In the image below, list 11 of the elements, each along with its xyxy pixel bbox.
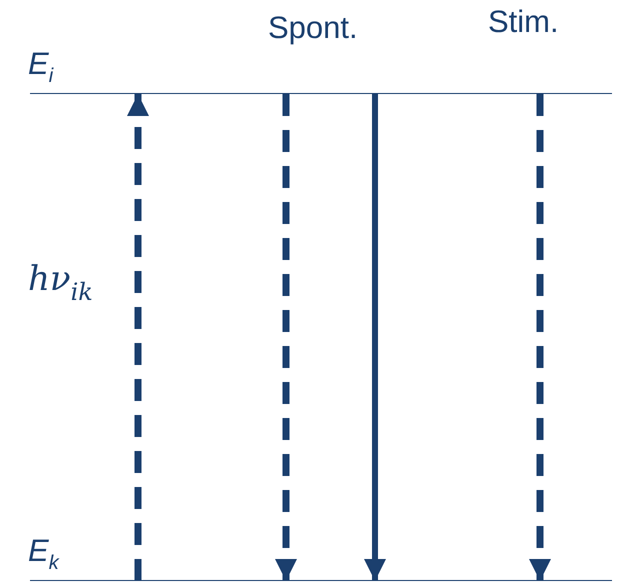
energy-level-label: E$_{i}$ bbox=[28, 48, 54, 86]
arrow bbox=[364, 94, 386, 581]
transition-label: Stim. bbox=[488, 6, 559, 37]
edge-label: hν$_{ik}$ bbox=[28, 262, 93, 304]
transition-label: Spont. bbox=[268, 12, 358, 43]
level-line bbox=[30, 93, 612, 94]
energy-level-label: E$_{k}$ bbox=[28, 535, 59, 573]
level-line bbox=[30, 580, 612, 581]
arrow bbox=[127, 94, 149, 581]
arrow bbox=[529, 94, 551, 581]
arrow bbox=[275, 94, 297, 581]
